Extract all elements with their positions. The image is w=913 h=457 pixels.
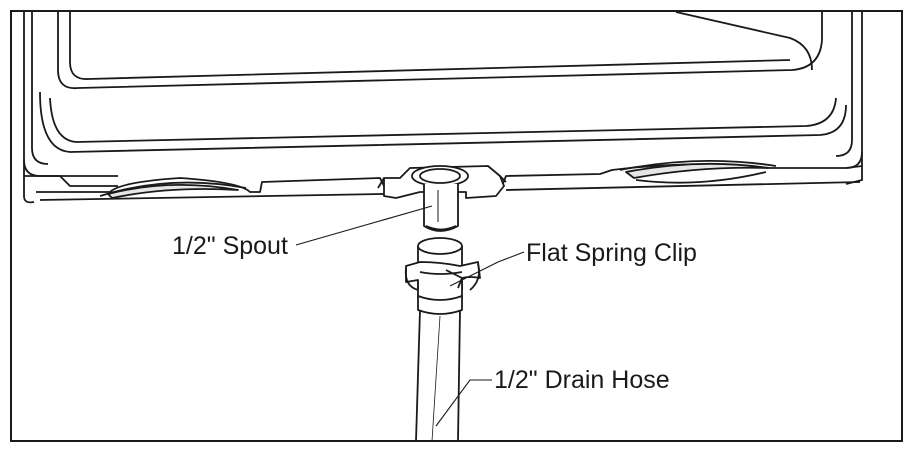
clip-leader xyxy=(449,251,525,287)
appliance-base xyxy=(23,11,863,204)
flat-spring-clip xyxy=(404,261,481,315)
spout-leader xyxy=(295,205,433,246)
spout-label: 1/2" Spout xyxy=(172,232,288,260)
drain-hose xyxy=(415,309,461,442)
clip-label: Flat Spring Clip xyxy=(526,239,697,267)
figure-border xyxy=(10,10,903,442)
hose-leader xyxy=(435,379,492,427)
leader-lines xyxy=(295,205,525,427)
spout xyxy=(377,165,507,232)
hose-label: 1/2" Drain Hose xyxy=(494,366,670,394)
